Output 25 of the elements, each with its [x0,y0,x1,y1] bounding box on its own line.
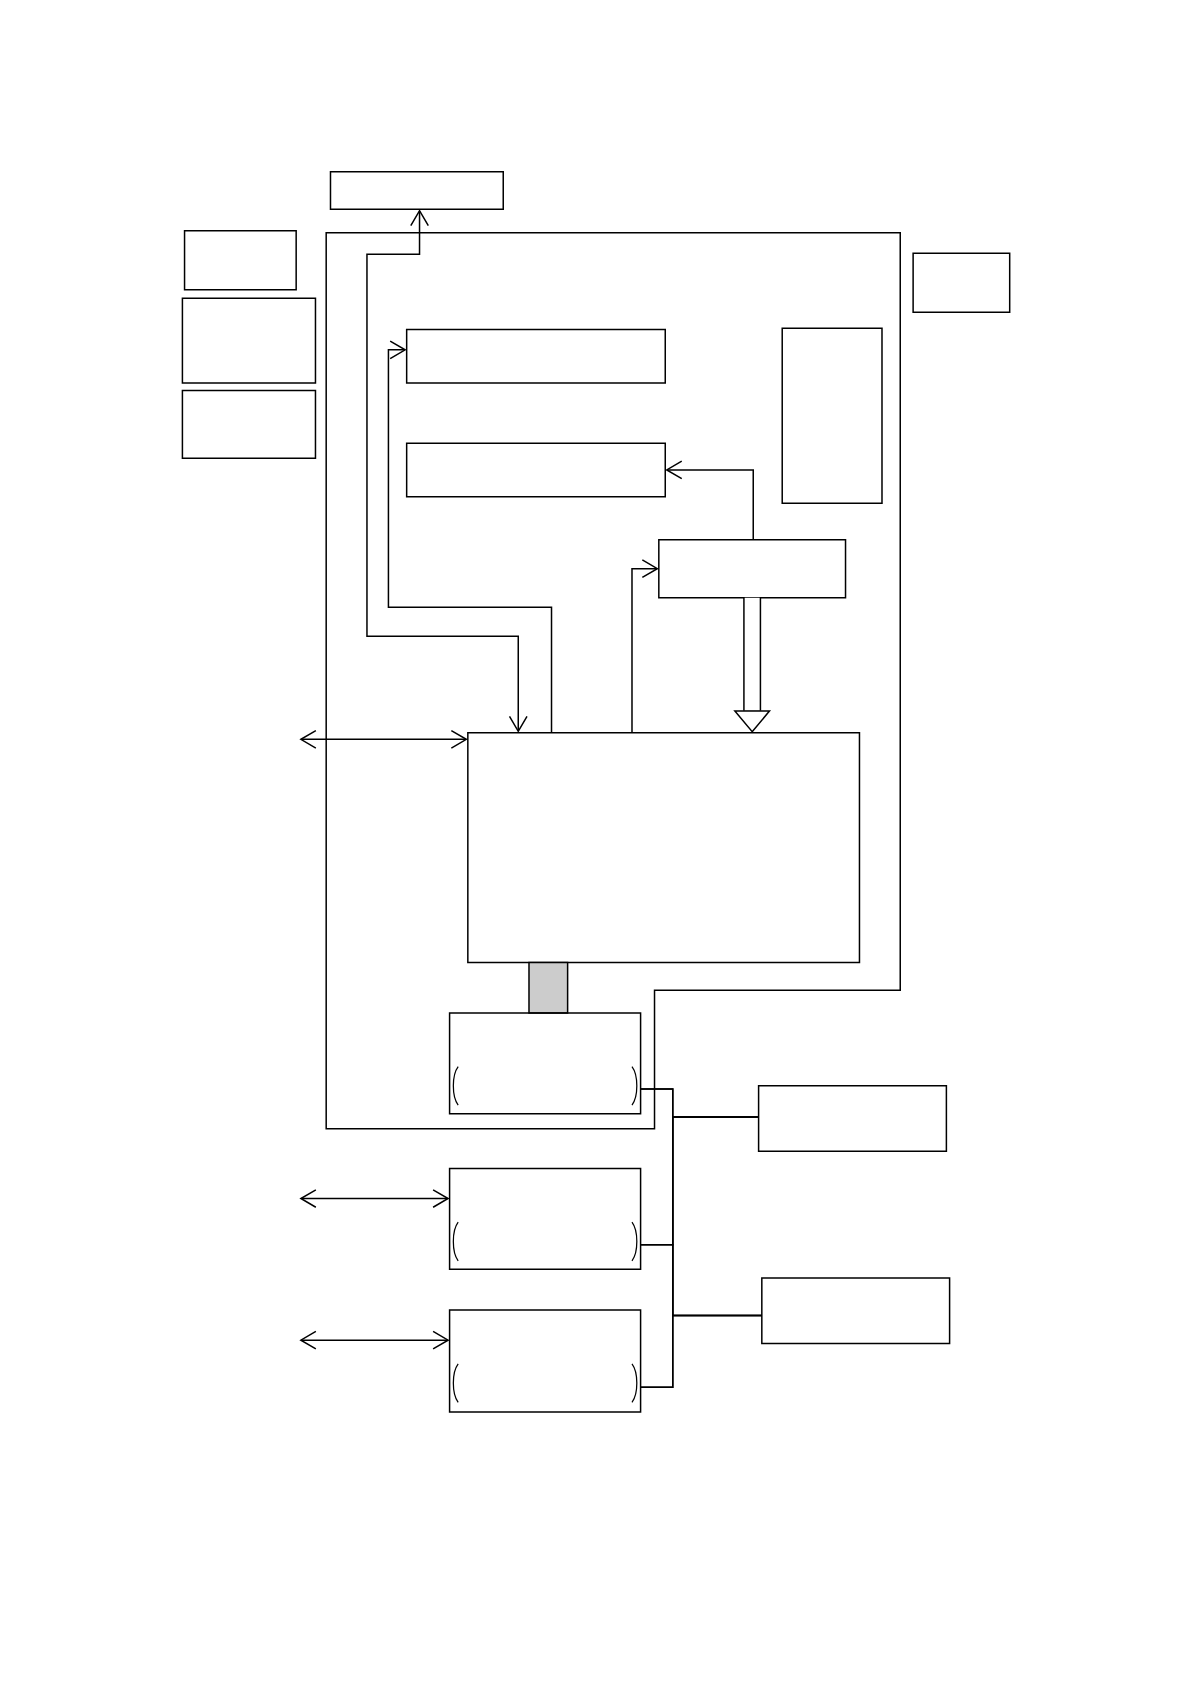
block-box [405,328,666,384]
connector-bar [528,961,569,1014]
arrow [631,559,659,734]
arrow [387,340,553,734]
block-box [448,1012,642,1115]
block-box [781,327,883,504]
arrow [299,1330,450,1350]
block-box [181,297,317,384]
arrow [366,209,528,733]
block-box [405,442,666,498]
arrow [299,729,468,749]
block-box [658,538,847,599]
block-box [912,252,1011,313]
block-box [329,170,504,210]
block-box [761,1277,951,1345]
block-box [467,732,861,964]
connector-line [639,1314,763,1389]
arrow [299,1189,450,1208]
enclosure-frame [325,232,901,1130]
block-box [448,1167,642,1271]
block-box [448,1309,642,1413]
block-box [757,1085,948,1153]
block-box [181,389,317,459]
arrow [665,460,754,541]
block-box [183,229,297,291]
